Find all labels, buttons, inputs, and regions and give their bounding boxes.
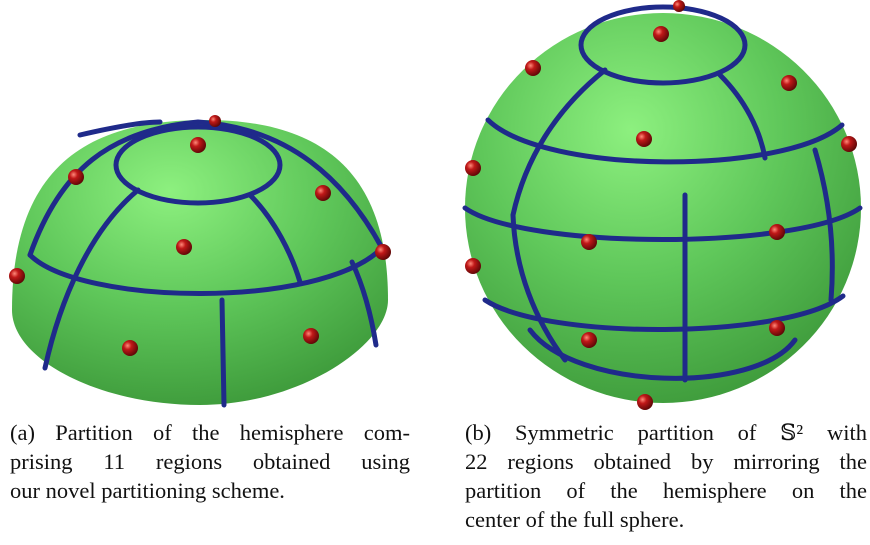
caption-line: (b) Symmetric partition of 𝕊² with (465, 420, 867, 445)
caption-b: (b) Symmetric partition of 𝕊² with 22 re… (465, 418, 867, 534)
caption-line: (a) Partition of the hemisphere com- (10, 420, 410, 445)
region-marker (122, 340, 138, 356)
hemisphere-surface (12, 120, 388, 405)
region-marker (653, 26, 669, 42)
caption-line: our novel partitioning scheme. (10, 478, 285, 503)
region-marker (315, 185, 331, 201)
region-marker (769, 320, 785, 336)
caption-line: prising 11 regions obtained using (10, 449, 410, 474)
partition-boundaries (462, 4, 863, 383)
caption-line: center of the full sphere. (465, 507, 685, 532)
region-markers (465, 0, 857, 410)
region-marker (841, 136, 857, 152)
hemisphere-figure (9, 115, 391, 408)
region-marker (525, 60, 541, 76)
region-marker (9, 268, 25, 284)
region-marker (303, 328, 319, 344)
region-marker (769, 224, 785, 240)
region-marker (781, 75, 797, 91)
caption-line: partition of the hemisphere on the (465, 478, 867, 503)
region-markers (9, 115, 391, 356)
region-marker (375, 244, 391, 260)
region-marker (581, 234, 597, 250)
figure-panel-a: (a) Partition of the hemisphere com- pri… (0, 0, 430, 545)
region-marker (636, 131, 652, 147)
region-marker (581, 332, 597, 348)
region-marker (209, 115, 221, 127)
region-marker (465, 258, 481, 274)
region-marker (465, 160, 481, 176)
region-marker (673, 0, 685, 12)
figure-panel-b: (b) Symmetric partition of 𝕊² with 22 re… (435, 0, 870, 545)
region-marker (637, 394, 653, 410)
region-marker (68, 169, 84, 185)
sphere-surface (465, 13, 861, 403)
caption-line: 22 regions obtained by mirroring the (465, 449, 867, 474)
partition-boundaries (27, 119, 385, 408)
sphere-figure (462, 0, 863, 410)
caption-a: (a) Partition of the hemisphere com- pri… (10, 418, 410, 505)
region-marker (176, 239, 192, 255)
region-marker (190, 137, 206, 153)
